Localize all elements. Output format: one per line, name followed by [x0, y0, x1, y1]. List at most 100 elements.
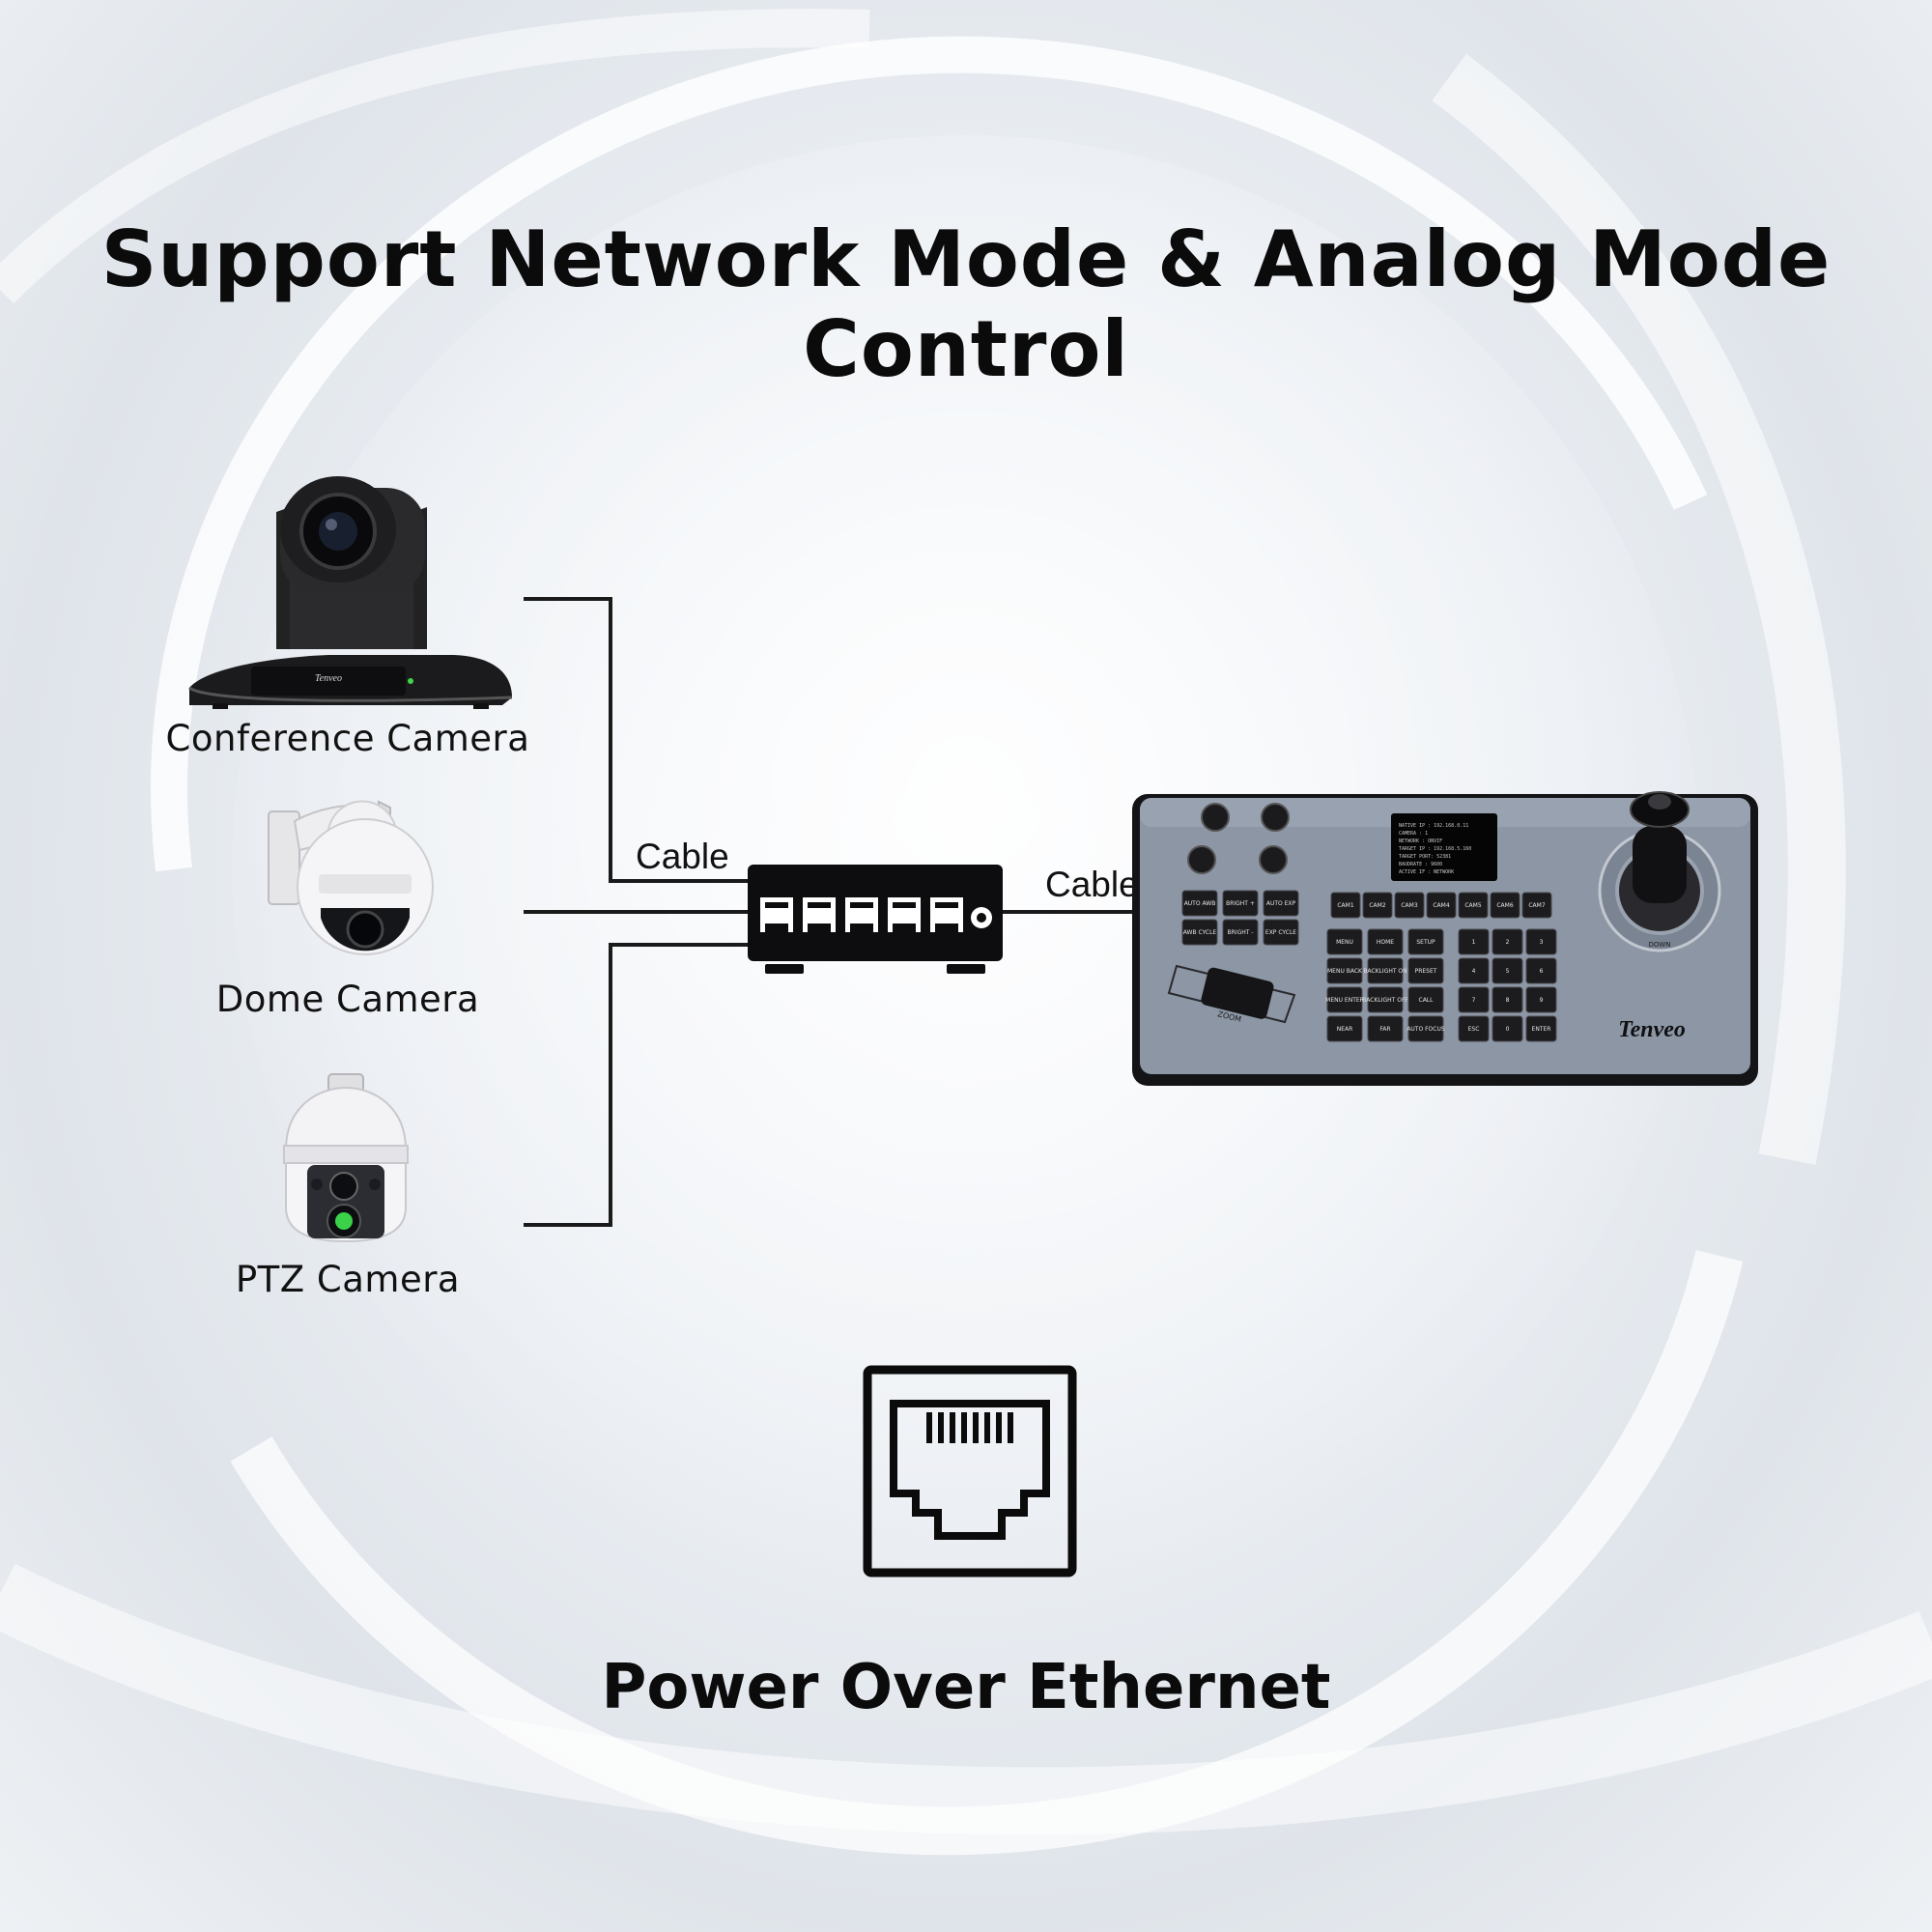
svg-text:CAM7: CAM7 — [1528, 902, 1545, 909]
svg-text:NETWORK : ONVIF: NETWORK : ONVIF — [1399, 838, 1442, 844]
svg-text:0: 0 — [1506, 1026, 1510, 1033]
left-func-key[interactable]: AUTO EXP — [1263, 890, 1299, 917]
svg-text:3: 3 — [1540, 939, 1544, 946]
func-key[interactable]: MENU — [1326, 928, 1363, 955]
svg-text:BRIGHT +: BRIGHT + — [1226, 900, 1255, 907]
svg-text:CAM4: CAM4 — [1433, 902, 1449, 909]
svg-text:AUTO EXP: AUTO EXP — [1266, 900, 1296, 907]
svg-text:CAM1: CAM1 — [1337, 902, 1353, 909]
func-key[interactable]: CALL — [1407, 986, 1444, 1013]
svg-text:BRIGHT -: BRIGHT - — [1228, 929, 1254, 936]
left-func-key[interactable]: BRIGHT + — [1222, 890, 1259, 917]
left-func-key[interactable]: AWB CYCLE — [1181, 919, 1218, 946]
svg-text:BACKLIGHT OFF: BACKLIGHT OFF — [1362, 997, 1408, 1004]
svg-text:CAM3: CAM3 — [1401, 902, 1417, 909]
func-key[interactable]: AUTO FOCUS — [1406, 1015, 1445, 1042]
func-key[interactable]: NEAR — [1326, 1015, 1363, 1042]
svg-text:TARGET IP : 192.168.5.160: TARGET IP : 192.168.5.160 — [1399, 846, 1471, 852]
func-key[interactable]: FAR — [1367, 1015, 1404, 1042]
svg-text:BACKLIGHT ON: BACKLIGHT ON — [1363, 968, 1406, 975]
num-key[interactable]: 4 — [1458, 957, 1490, 984]
num-key[interactable]: ENTER — [1525, 1015, 1557, 1042]
controller-brand-logo: Tenveo — [1618, 1017, 1686, 1042]
svg-text:SETUP: SETUP — [1416, 939, 1435, 946]
ptz-camera-label: PTZ Camera — [235, 1259, 461, 1300]
svg-text:2: 2 — [1506, 939, 1510, 946]
num-key[interactable]: 5 — [1492, 957, 1523, 984]
svg-text:AWB CYCLE: AWB CYCLE — [1183, 929, 1217, 936]
left-func-key[interactable]: AUTO AWB — [1181, 890, 1218, 917]
svg-text:5: 5 — [1506, 968, 1510, 975]
num-key[interactable]: ESC — [1458, 1015, 1490, 1042]
cam-key[interactable]: CAM5 — [1458, 892, 1489, 919]
svg-text:EXP CYCLE: EXP CYCLE — [1265, 929, 1296, 936]
func-key[interactable]: BACKLIGHT OFF — [1362, 986, 1408, 1013]
cam-key[interactable]: CAM1 — [1330, 892, 1361, 919]
svg-text:NEAR: NEAR — [1337, 1026, 1353, 1033]
func-key[interactable]: SETUP — [1407, 928, 1444, 955]
switch-ports — [758, 895, 965, 934]
ptz-camera-line — [524, 943, 752, 1227]
poe-label: Power Over Ethernet — [601, 1652, 1331, 1723]
conference-camera-line — [524, 597, 752, 883]
svg-text:CALL: CALL — [1419, 997, 1435, 1004]
func-key[interactable]: HOME — [1367, 928, 1404, 955]
num-key[interactable]: 9 — [1525, 986, 1557, 1013]
num-key[interactable]: 1 — [1458, 928, 1490, 955]
svg-text:CAM6: CAM6 — [1496, 902, 1513, 909]
svg-text:AUTO AWB: AUTO AWB — [1184, 900, 1216, 907]
cam-key[interactable]: CAM3 — [1394, 892, 1425, 919]
num-key[interactable]: 8 — [1492, 986, 1523, 1013]
func-key[interactable]: MENU BACK — [1326, 957, 1363, 984]
svg-text:1: 1 — [1472, 939, 1476, 946]
conference-camera-label: Conference Camera — [165, 718, 530, 759]
svg-text:FAR: FAR — [1379, 1026, 1390, 1033]
cable-label-right: Cable — [1045, 865, 1139, 904]
func-key[interactable]: MENU ENTER — [1325, 986, 1364, 1013]
svg-text:CAM2: CAM2 — [1369, 902, 1385, 909]
svg-text:Tenveo: Tenveo — [315, 673, 342, 684]
left-func-key[interactable]: BRIGHT - — [1222, 919, 1259, 946]
cam-key[interactable]: CAM4 — [1426, 892, 1457, 919]
svg-text:9: 9 — [1540, 997, 1544, 1004]
svg-text:NATIVE IP : 192.168.0.11: NATIVE IP : 192.168.0.11 — [1399, 823, 1468, 829]
svg-text:MENU: MENU — [1336, 939, 1353, 946]
svg-text:CAMERA : 1: CAMERA : 1 — [1399, 831, 1428, 837]
svg-text:ESC: ESC — [1468, 1026, 1480, 1033]
func-key[interactable]: PRESET — [1407, 957, 1444, 984]
num-key[interactable]: 6 — [1525, 957, 1557, 984]
num-key[interactable]: 7 — [1458, 986, 1490, 1013]
num-key[interactable]: 0 — [1492, 1015, 1523, 1042]
num-key[interactable]: 2 — [1492, 928, 1523, 955]
cam-key[interactable]: CAM6 — [1490, 892, 1520, 919]
svg-text:6: 6 — [1540, 968, 1544, 975]
page-title: Support Network Mode & Analog Mode Contr… — [100, 214, 1832, 394]
svg-text:ACTIVE IF : NETWORK: ACTIVE IF : NETWORK — [1399, 869, 1454, 875]
svg-text:CAM5: CAM5 — [1464, 902, 1481, 909]
cam-key[interactable]: CAM2 — [1362, 892, 1393, 919]
dome-camera-label: Dome Camera — [215, 979, 480, 1020]
svg-text:BAUDRATE : 9600: BAUDRATE : 9600 — [1399, 862, 1442, 867]
svg-text:ENTER: ENTER — [1532, 1026, 1551, 1033]
svg-text:AUTO FOCUS: AUTO FOCUS — [1406, 1026, 1445, 1033]
svg-text:TARGET PORT: 52381: TARGET PORT: 52381 — [1399, 854, 1451, 860]
joystick-label: DOWN — [1648, 941, 1670, 949]
svg-text:4: 4 — [1472, 968, 1476, 975]
svg-text:8: 8 — [1506, 997, 1510, 1004]
svg-text:HOME: HOME — [1377, 939, 1394, 946]
svg-text:PRESET: PRESET — [1415, 968, 1437, 975]
svg-text:MENU ENTER: MENU ENTER — [1325, 997, 1364, 1004]
cable-label-left: Cable — [636, 837, 729, 876]
svg-text:MENU BACK: MENU BACK — [1327, 968, 1363, 975]
cam-key[interactable]: CAM7 — [1521, 892, 1552, 919]
func-key[interactable]: BACKLIGHT ON — [1363, 957, 1407, 984]
left-func-key[interactable]: EXP CYCLE — [1263, 919, 1299, 946]
svg-text:7: 7 — [1472, 997, 1476, 1004]
num-key[interactable]: 3 — [1525, 928, 1557, 955]
